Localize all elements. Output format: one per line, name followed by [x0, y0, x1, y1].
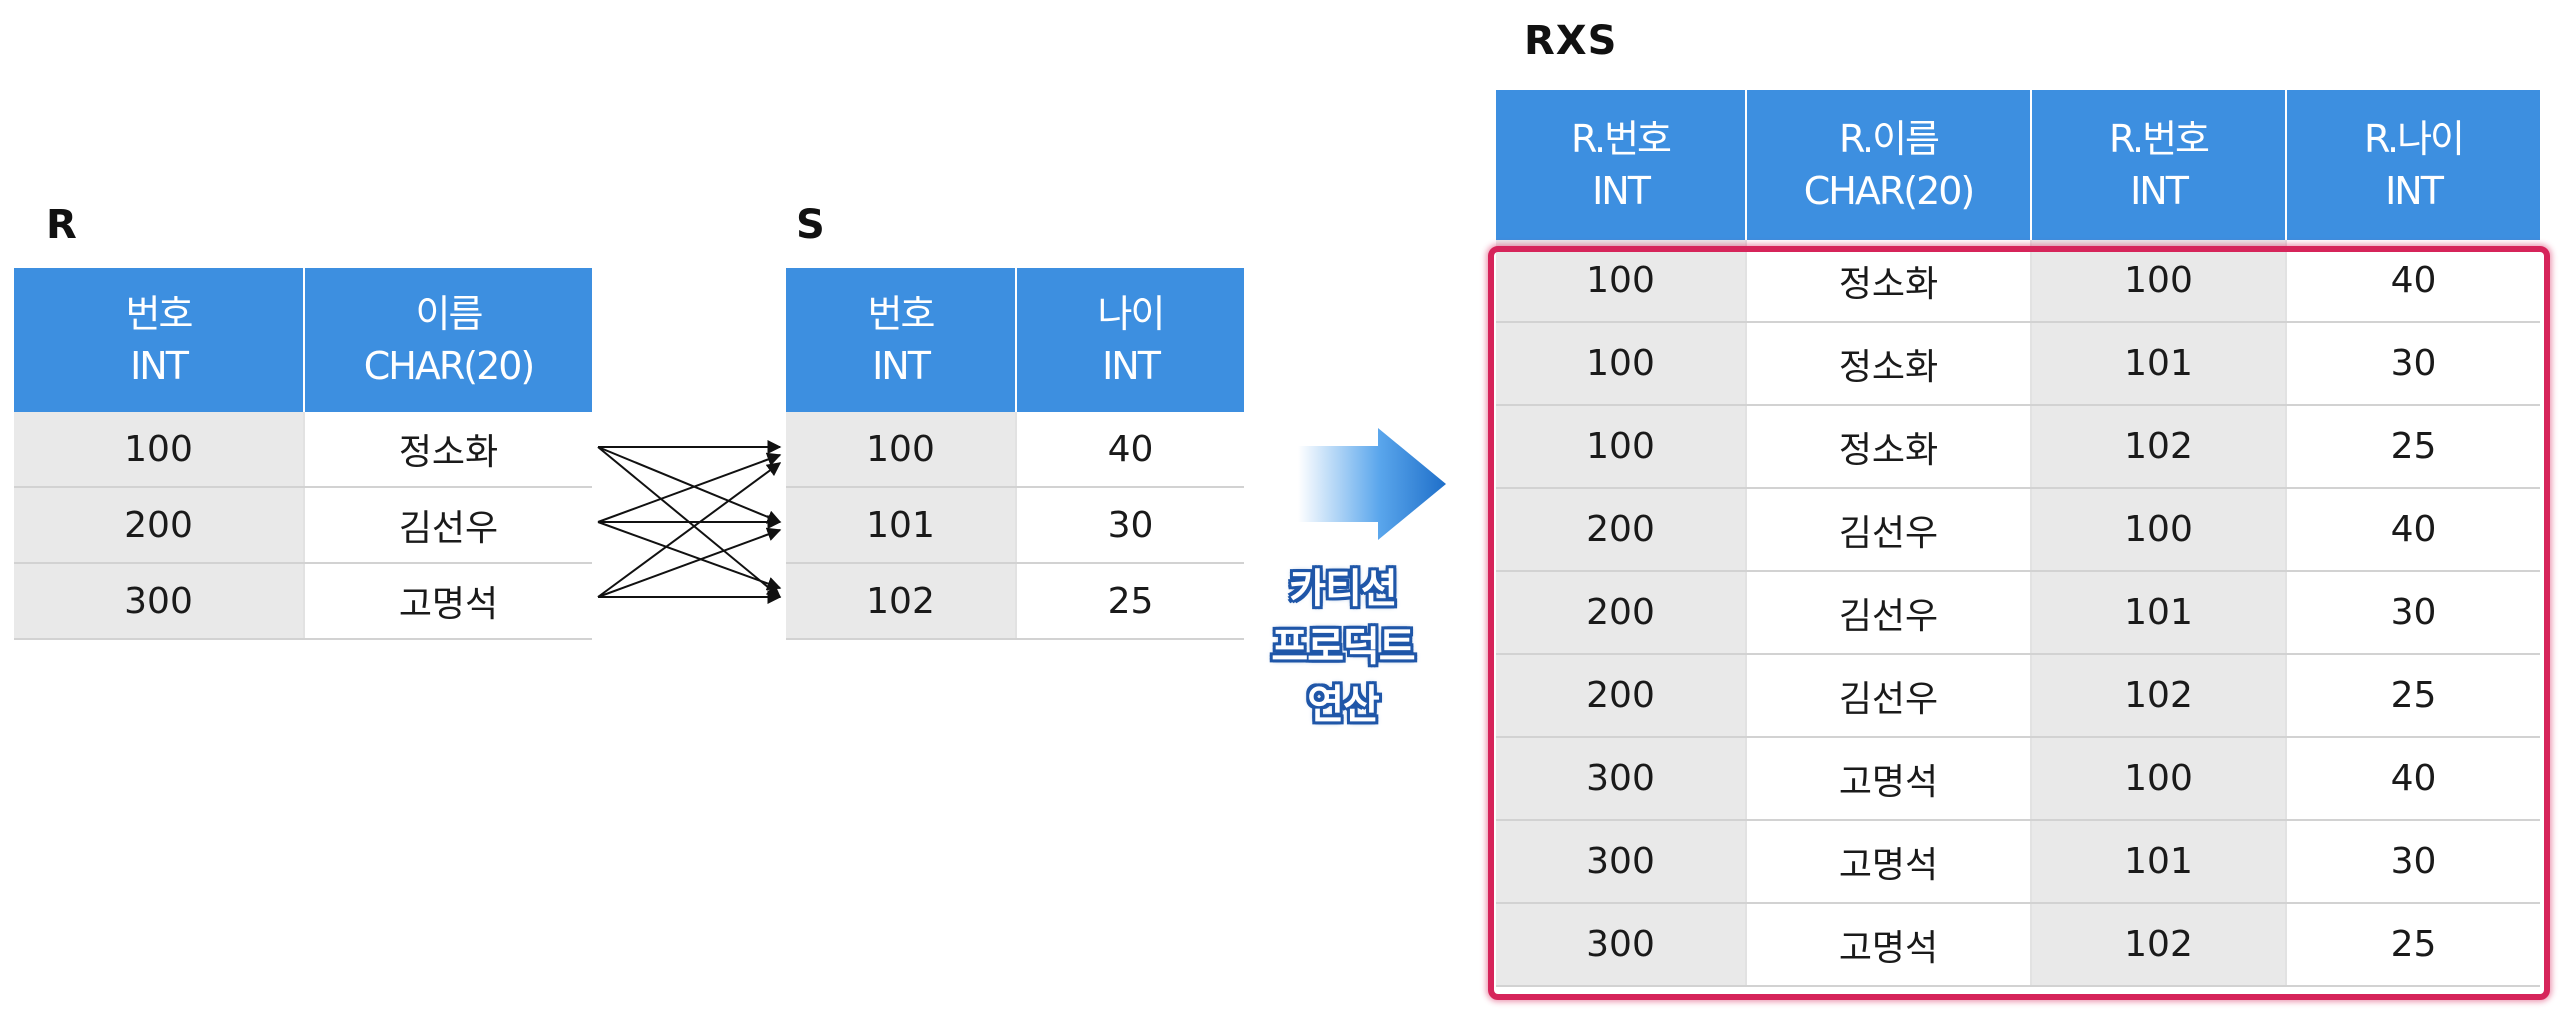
cell: 101	[786, 487, 1017, 564]
cell: 100	[2031, 240, 2287, 323]
cell: 300	[1496, 820, 1747, 904]
cell: 200	[14, 487, 305, 564]
cell: 고명석	[304, 563, 592, 640]
cell: 300	[1496, 737, 1747, 821]
cell: 100	[786, 412, 1017, 488]
mapping-arrow	[597, 462, 782, 598]
table-row: 100 40	[786, 412, 1244, 488]
cell: 102	[2031, 903, 2287, 987]
table-row: 101 30	[786, 487, 1244, 564]
cell: 40	[1016, 412, 1244, 488]
mapping-arrow	[597, 527, 782, 598]
cell: 102	[2031, 654, 2287, 738]
mapping-arrow	[597, 446, 782, 524]
cell: 40	[2286, 488, 2540, 572]
cell: 25	[2286, 654, 2540, 738]
cell: 300	[1496, 903, 1747, 987]
table-row: 200 김선우	[14, 487, 592, 564]
cell: 고명석	[1746, 820, 2032, 904]
table-row: 300 고명석	[14, 563, 592, 640]
cell: 100	[1496, 322, 1747, 406]
cell: 김선우	[1746, 488, 2032, 572]
cell: 100	[14, 412, 305, 488]
operation-label-line: 프로덕트	[1271, 624, 1415, 670]
operation-label: 카티션 프로덕트 연산	[1238, 560, 1448, 734]
cell: 김선우	[304, 487, 592, 564]
cell: 300	[14, 563, 305, 640]
relation-r-title: R	[46, 202, 78, 248]
relation-rxs-title: RXS	[1524, 18, 1618, 64]
cell: 정소화	[1746, 240, 2032, 323]
cell: 200	[1496, 571, 1747, 655]
cell: 102	[786, 563, 1017, 640]
table-row: 102 25	[786, 563, 1244, 640]
cell: 100	[2031, 737, 2287, 821]
cell: 101	[2031, 820, 2287, 904]
cell: 40	[2286, 737, 2540, 821]
mapping-arrow	[597, 452, 782, 523]
operation-label-line: 연산	[1307, 682, 1380, 728]
cell: 100	[1496, 240, 1747, 323]
cell: 100	[2031, 488, 2287, 572]
cell: 고명석	[1746, 903, 2032, 987]
cell: 101	[2031, 571, 2287, 655]
cell: 25	[2286, 405, 2540, 489]
cell: 200	[1496, 654, 1747, 738]
operation-label-line: 카티션	[1289, 566, 1397, 612]
cell: 25	[2286, 903, 2540, 987]
relation-s-title: S	[796, 202, 826, 248]
table-row: 100 정소화	[14, 412, 592, 488]
cell: 고명석	[1746, 737, 2032, 821]
cell: 30	[2286, 820, 2540, 904]
cell: 101	[2031, 322, 2287, 406]
cell: 30	[2286, 322, 2540, 406]
cell: 정소화	[1746, 322, 2032, 406]
cell: 40	[2286, 240, 2540, 323]
operation-arrow-icon	[1298, 428, 1446, 540]
cell: 김선우	[1746, 571, 2032, 655]
cell: 200	[1496, 488, 1747, 572]
cell: 102	[2031, 405, 2287, 489]
cell: 정소화	[304, 412, 592, 488]
cell: 25	[1016, 563, 1244, 640]
cell: 30	[2286, 571, 2540, 655]
mapping-arrow	[597, 521, 782, 591]
cell: 100	[1496, 405, 1747, 489]
cell: 30	[1016, 487, 1244, 564]
cell: 김선우	[1746, 654, 2032, 738]
cell: 정소화	[1746, 405, 2032, 489]
